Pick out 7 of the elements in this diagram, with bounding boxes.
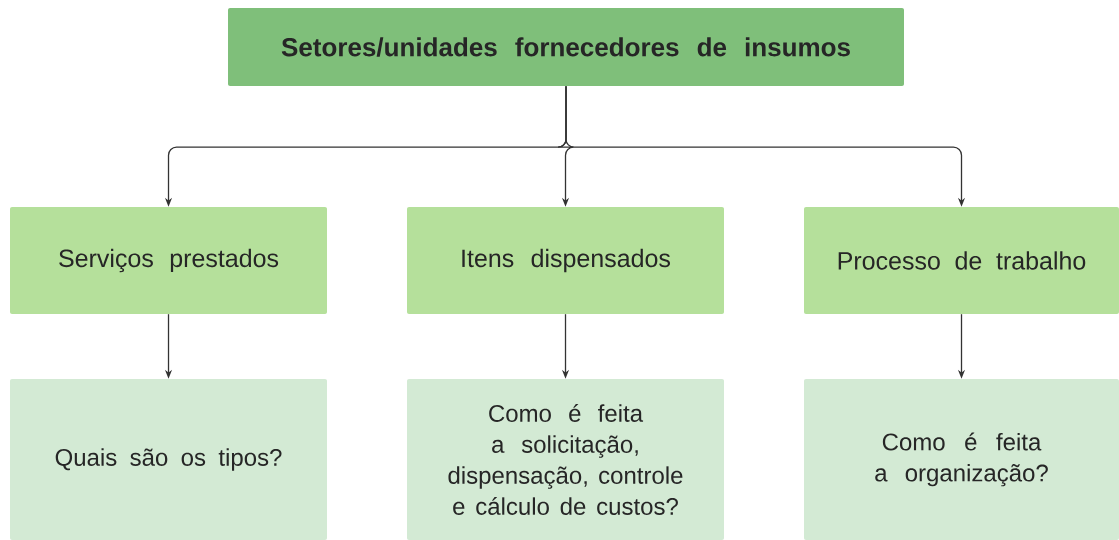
question-box: Quais são os tipos? <box>10 379 327 540</box>
category-box: Processo de trabalho <box>804 207 1119 314</box>
question-box: Como é feita a organização? <box>804 379 1119 540</box>
question-box: Como é feita a solicitação, dispensação, controle e cálculo de custos? <box>407 379 724 540</box>
category-box: Itens dispensados <box>407 207 724 314</box>
heading-box: Setores/unidades fornecedores de insumos <box>228 8 904 86</box>
category-box: Serviços prestados <box>10 207 327 314</box>
